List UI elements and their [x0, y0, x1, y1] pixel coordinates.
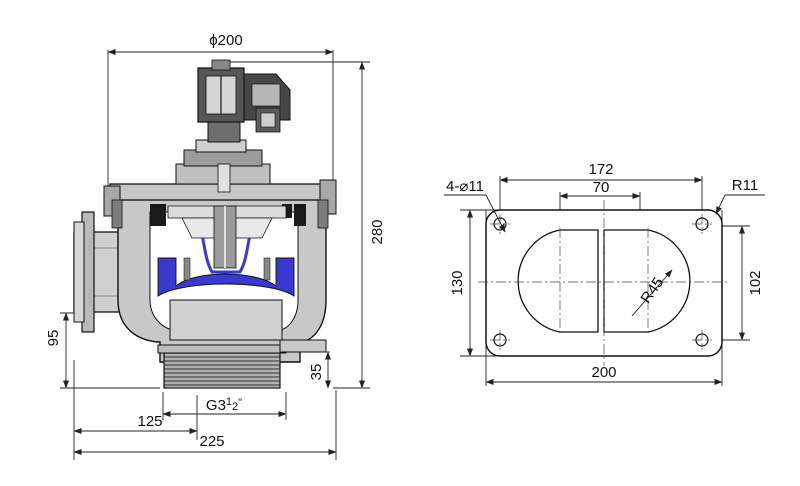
dim-hole-spacing: 172: [588, 161, 613, 178]
extension-lines: [60, 50, 370, 460]
thread-denominator: 2: [232, 401, 238, 413]
valve-side-view: ϕ200 280 95 35 125 225 G312": [45, 32, 386, 460]
thread-suffix: ": [238, 397, 242, 409]
thread-numerator: 1: [226, 396, 232, 408]
dim-height-port: 95: [45, 330, 62, 347]
dim-height-opening: 102: [747, 270, 764, 295]
holes-prefix: 4-⌀: [446, 178, 468, 195]
hole-diameter: 11: [468, 178, 484, 195]
valve-cover: [103, 179, 337, 269]
thread-prefix: G3: [206, 397, 226, 414]
dim-half-width: 125: [137, 413, 162, 430]
dim-height-outer: 130: [449, 270, 466, 295]
dimension-lines-side: [63, 49, 365, 455]
dim-width-outer: 200: [591, 364, 616, 381]
dim-holes: 4-⌀11: [446, 178, 484, 195]
flange-view: 172 70 R11 4-⌀11 130 102 R45 200: [444, 161, 765, 386]
opening-left: [517, 229, 599, 333]
solenoid-pilot: [175, 59, 291, 193]
dim-thread-height: 35: [308, 364, 325, 381]
dim-total-width: 225: [199, 433, 224, 450]
valve-body: [73, 195, 327, 389]
dim-rib-width: 70: [593, 179, 610, 196]
opening-right: [603, 229, 691, 333]
dim-top-diameter: ϕ200: [209, 32, 242, 49]
dimension-lines-flange: [444, 177, 765, 385]
dim-corner-radius: R11: [732, 177, 758, 194]
thread-label: G312": [206, 396, 242, 414]
dim-height-total: 280: [369, 219, 386, 244]
